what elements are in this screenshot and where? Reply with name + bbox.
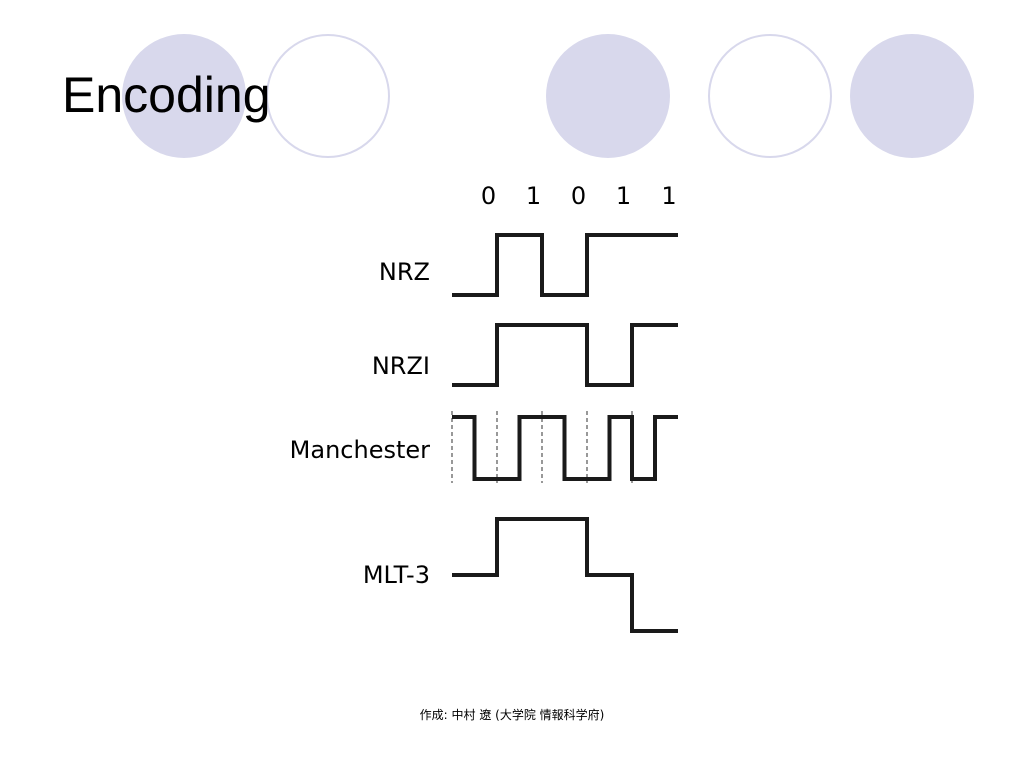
signal-label: NRZI	[372, 352, 430, 380]
waveform-manchester	[452, 415, 678, 481]
bit-label: 0	[481, 182, 496, 210]
bit-label: 1	[661, 182, 676, 210]
bit-label: 1	[616, 182, 631, 210]
waveform-nrzi	[452, 323, 678, 387]
slide-footer: 作成: 中村 遼 (大学院 情報科学府)	[419, 708, 605, 722]
decor-circle-2	[266, 34, 390, 158]
waveform-mlt-3	[452, 517, 678, 633]
decor-circle-4	[708, 34, 832, 158]
signal-label: Manchester	[290, 436, 430, 464]
bit-label: 0	[571, 182, 586, 210]
waveform-nrz	[452, 233, 678, 297]
slide-title: Encoding	[62, 67, 271, 123]
decor-circle-3	[546, 34, 670, 158]
bit-labels: 0 1 0 1 1	[481, 182, 677, 210]
decor-circle-1	[122, 34, 246, 158]
bit-label: 1	[526, 182, 541, 210]
decor-circle-5	[850, 34, 974, 158]
signal-label: MLT-3	[363, 561, 430, 589]
signal-label: NRZ	[379, 258, 430, 286]
